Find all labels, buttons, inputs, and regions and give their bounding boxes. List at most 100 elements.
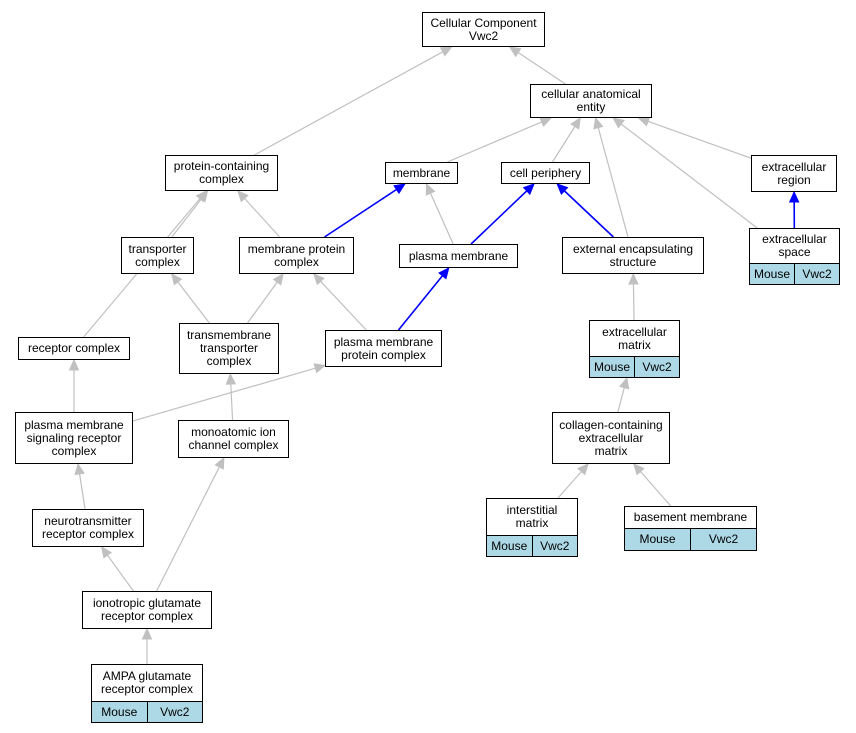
edge-extracellular_matrix-to-external_encapsulating_structure — [632, 283, 635, 321]
edge-external_encapsulating_structure-to-cellular_anatomical_entity — [597, 127, 629, 238]
arrowhead-pm_signaling_receptor_complex — [74, 462, 85, 476]
edge-external_encapsulating_structure-to-cell_periphery — [563, 190, 614, 238]
node-plasma-membrane-protein-complex[interactable]: plasma membrane protein complex — [325, 330, 442, 367]
node-neurotransmitter-receptor-complex[interactable]: neurotransmitter receptor complex — [32, 509, 144, 547]
gene-cell[interactable]: Vwc2 — [531, 536, 578, 556]
arrowhead-membrane_protein_complex — [312, 273, 325, 286]
node-label: plasma membrane signaling receptor compl… — [24, 417, 124, 458]
node-label: extracellular region — [761, 159, 827, 187]
arrowhead-protein_containing_complex — [237, 190, 249, 203]
node-label: extracellular matrix — [602, 324, 667, 352]
edge-protein_containing_complex-to-root — [254, 51, 444, 156]
arrowhead-collagen_containing_ecm — [633, 463, 645, 476]
species-cell[interactable]: Mouse — [593, 359, 631, 374]
node-monoatomic-ion-channel-complex[interactable]: monoatomic ion channel complex — [178, 420, 289, 458]
node-label: transporter complex — [128, 241, 187, 269]
edge-cell_periphery-to-cellular_anatomical_entity — [551, 126, 576, 163]
annotation-row: Mouse Vwc2 — [625, 528, 756, 550]
edge-membrane_protein_complex-to-protein_containing_complex — [244, 197, 281, 238]
arrowhead-membrane_protein_complex — [272, 273, 284, 286]
arrowhead-protein_containing_complex — [195, 190, 208, 203]
edge-plasma_membrane-to-membrane — [429, 192, 454, 245]
gene-cell[interactable]: Vwc2 — [634, 357, 679, 377]
node-receptor-complex[interactable]: receptor complex — [18, 337, 130, 360]
arrowhead-collagen_containing_ecm — [577, 463, 589, 476]
edge-plasma_membrane_protein_complex-to-membrane_protein_complex — [320, 280, 367, 331]
annotation-row: Mouse Vwc2 — [92, 701, 202, 722]
edge-pm_signaling_receptor_complex-to-plasma_membrane_protein_complex — [132, 367, 316, 422]
node-external-encapsulating-structure[interactable]: external encapsulating structure — [562, 237, 704, 274]
arrowhead-extracellular_region — [788, 190, 800, 203]
node-cellular-component-root[interactable]: Cellular Component Vwc2 — [422, 12, 545, 47]
node-plasma-membrane-signaling-receptor-complex[interactable]: plasma membrane signaling receptor compl… — [15, 412, 133, 464]
node-label: ionotropic glutamate receptor complex — [92, 596, 202, 623]
arrowhead-cellular_anatomical_entity — [612, 117, 625, 129]
edge-transmembrane_transporter_complex-to-transporter_complex — [177, 281, 210, 324]
arrowhead-cellular_anatomical_entity — [593, 116, 604, 130]
edge-extracellular_space-to-cellular_anatomical_entity — [620, 123, 758, 229]
arrowhead-transporter_complex — [170, 273, 183, 286]
edge-extracellular_region-to-cellular_anatomical_entity — [647, 120, 752, 159]
node-label: protein-containing complex — [173, 159, 270, 186]
node-ampa-glutamate-receptor-complex[interactable]: AMPA glutamate receptor complex Mouse Vwc… — [91, 664, 203, 723]
arrowhead-cellular_anatomical_entity — [637, 116, 651, 127]
arrowhead-neurotransmitter_receptor_complex — [100, 546, 113, 559]
arrowhead-root — [508, 46, 522, 58]
arrowhead-plasma_membrane — [438, 267, 450, 280]
edge-basement_membrane-to-collagen_containing_ecm — [639, 471, 672, 507]
node-label: monoatomic ion channel complex — [188, 425, 279, 452]
node-plasma-membrane[interactable]: plasma membrane — [399, 244, 518, 268]
node-label: plasma membrane protein complex — [333, 334, 434, 362]
node-label: external encapsulating structure — [572, 241, 694, 269]
edge-transmembrane_transporter_complex-to-membrane_protein_complex — [247, 281, 278, 324]
edge-interstitial_matrix-to-collagen_containing_ecm — [557, 471, 582, 499]
edge-plasma_membrane-to-cell_periphery — [470, 190, 528, 245]
arrowhead-membrane — [425, 182, 436, 196]
node-transporter-complex[interactable]: transporter complex — [121, 237, 194, 274]
node-label: AMPA glutamate receptor complex — [100, 669, 194, 696]
node-transmembrane-transporter-complex[interactable]: transmembrane transporter complex — [179, 323, 279, 374]
arrowhead-monoatomic_ion_channel_complex — [214, 456, 225, 470]
node-label: extracellular space — [762, 232, 827, 259]
gene-cell[interactable]: Vwc2 — [794, 264, 839, 284]
node-cellular-anatomical-entity[interactable]: cellular anatomical entity — [530, 84, 652, 118]
arrowhead-transmembrane_transporter_complex — [225, 372, 237, 385]
species-cell[interactable]: Mouse — [491, 538, 528, 553]
node-membrane[interactable]: membrane — [385, 162, 458, 184]
edge-collagen_containing_ecm-to-extracellular_matrix — [617, 387, 625, 413]
gene-cell[interactable]: Vwc2 — [146, 702, 203, 722]
node-cell-periphery[interactable]: cell periphery — [501, 162, 590, 184]
node-label: membrane — [392, 165, 451, 180]
node-collagen-containing-extracellular-matrix[interactable]: collagen-containing extracellular matrix — [552, 412, 670, 464]
arrowhead-external_encapsulating_structure — [628, 272, 639, 285]
node-protein-containing-complex[interactable]: protein-containing complex — [165, 155, 278, 191]
edge-membrane-to-cellular_anatomical_entity — [447, 121, 543, 163]
edge-ionotropic_glutamate_receptor_complex-to-monoatomic_ion_channel_complex — [156, 466, 220, 592]
node-label: cell periphery — [509, 165, 582, 180]
node-ionotropic-glutamate-receptor-complex[interactable]: ionotropic glutamate receptor complex — [82, 591, 212, 629]
node-label: Cellular Component Vwc2 — [430, 15, 537, 43]
node-label: collagen-containing extracellular matrix — [559, 417, 663, 458]
species-cell[interactable]: Mouse — [639, 532, 676, 546]
node-extracellular-region[interactable]: extracellular region — [751, 155, 837, 192]
node-label: membrane protein complex — [247, 241, 346, 269]
arrowhead-cellular_anatomical_entity — [539, 117, 553, 127]
edge-cellular_anatomical_entity-to-root — [517, 52, 566, 85]
species-cell[interactable]: Mouse — [101, 704, 138, 719]
node-membrane-protein-complex[interactable]: membrane protein complex — [239, 237, 354, 274]
arrowhead-plasma_membrane_protein_complex — [313, 363, 327, 374]
species-cell[interactable]: Mouse — [753, 266, 791, 281]
node-label: cellular anatomical entity — [541, 87, 641, 114]
edge-plasma_membrane_protein_complex-to-plasma_membrane — [397, 275, 444, 331]
node-label: transmembrane transporter complex — [186, 328, 272, 368]
arrowhead-cellular_anatomical_entity — [570, 116, 581, 130]
gene-cell[interactable]: Vwc2 — [690, 529, 756, 550]
